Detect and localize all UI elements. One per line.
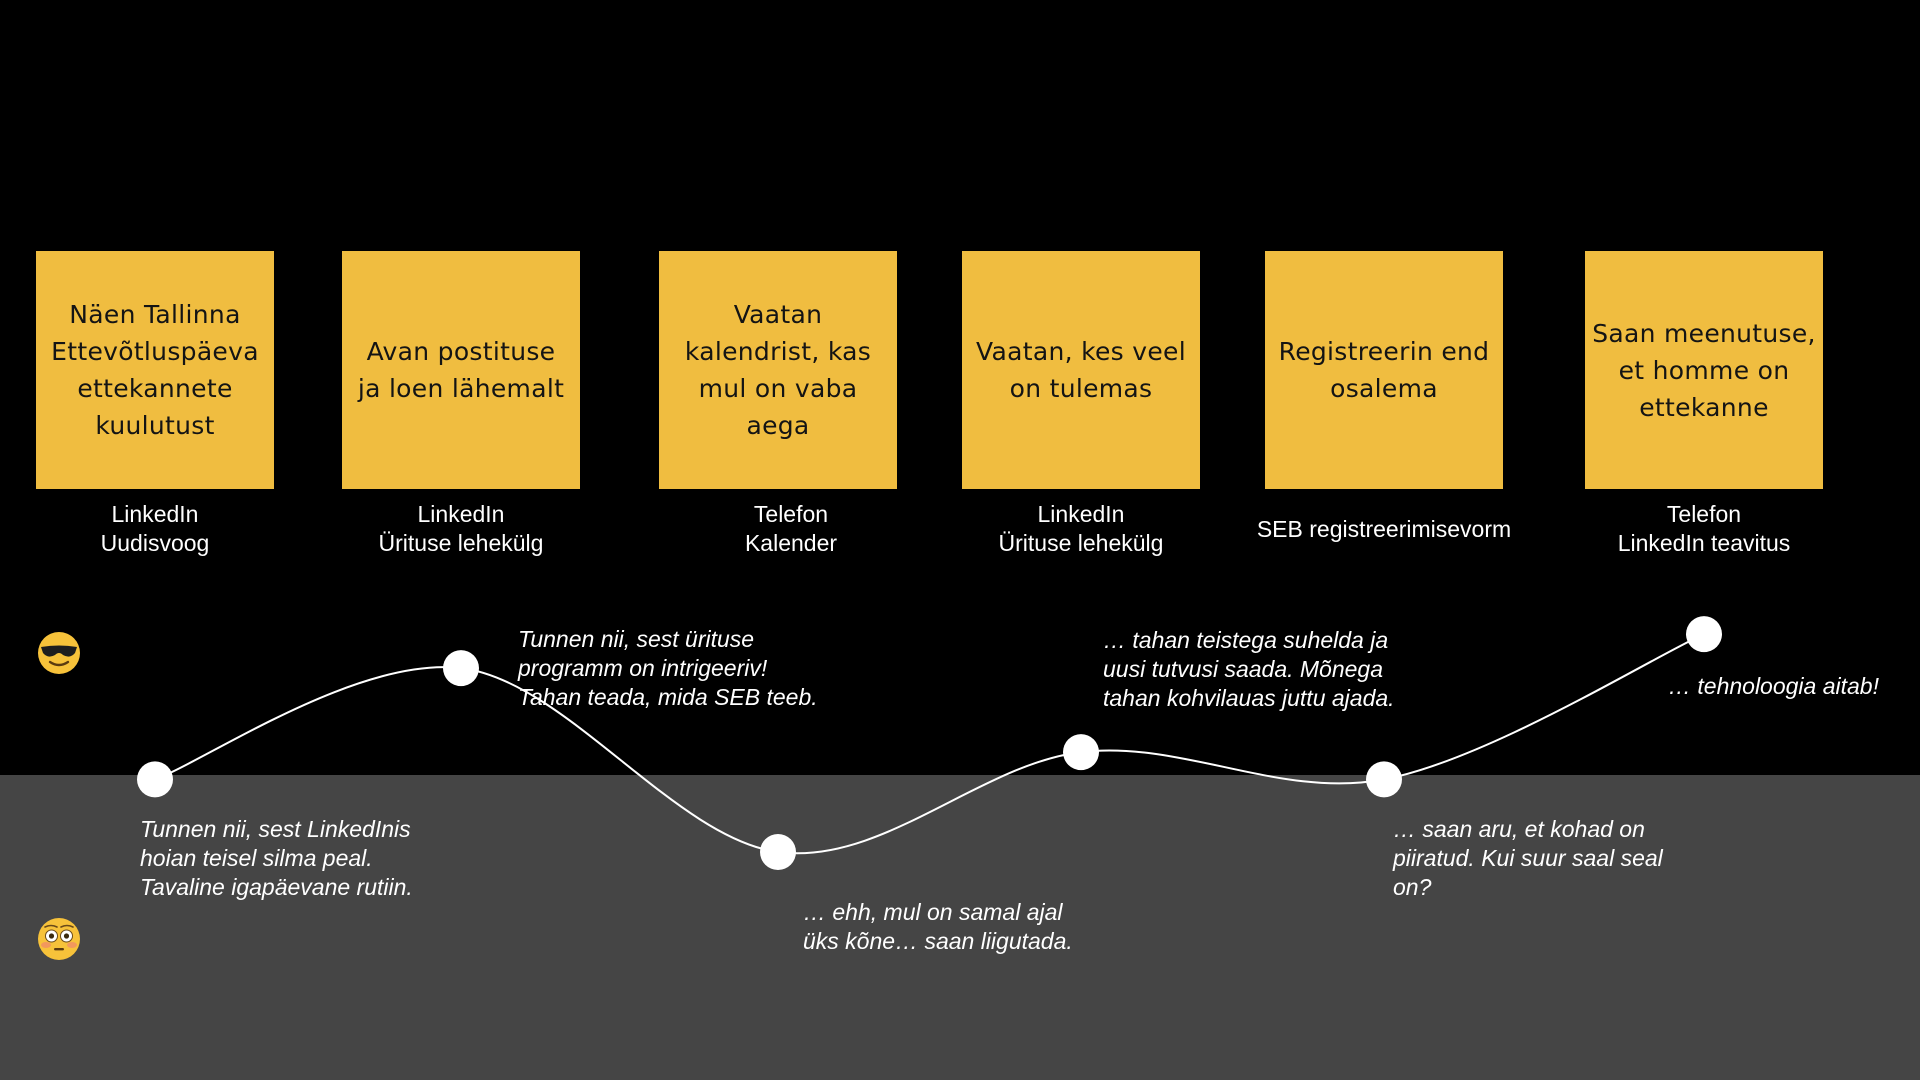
channel-line: Kalender (744, 530, 838, 556)
feeling-line: on? (1393, 874, 1432, 900)
feeling-line: uusi tutvusi saada. Mõnega (1103, 656, 1384, 682)
card-line: Saan meenutuse, (1592, 318, 1816, 348)
card-line: Ettevõtluspäeva (51, 337, 259, 366)
sticky-note-step-3: Vaatan kalendrist, kas mul on vaba aega (659, 251, 897, 489)
channel-line: Uudisvoog (100, 530, 210, 556)
feeling-line: … tehnoloogia aitab! (1668, 673, 1879, 699)
emotion-point-step-3 (760, 834, 796, 870)
sticky-note-step-2: Avan postituse ja loen lähemalt (342, 251, 580, 489)
feeling-note-step-5: … saan aru, et kohad on piiratud. Kui su… (1393, 815, 1663, 902)
channel-line: LinkedIn (417, 501, 505, 527)
card-line: on tulemas (1009, 374, 1153, 403)
emotion-points (137, 616, 1722, 870)
channel-label-step-2: LinkedIn Ürituse lehekülg (301, 498, 621, 560)
feeling-line: … saan aru, et kohad on (1393, 816, 1645, 842)
channel-line: SEB registreerimisevorm (1256, 515, 1512, 542)
feeling-note-step-1: Tunnen nii, sest LinkedInis hoian teisel… (140, 815, 413, 902)
feeling-line: Tunnen nii, sest LinkedInis (140, 816, 411, 842)
channel-label-step-6: Telefon LinkedIn teavitus (1544, 498, 1864, 560)
feeling-note-step-2: Tunnen nii, sest ürituse programm on int… (518, 625, 818, 712)
channel-line: Ürituse lehekülg (378, 530, 544, 556)
feeling-note-step-4: … tahan teistega suhelda ja uusi tutvusi… (1103, 626, 1395, 713)
feeling-line: piiratud. Kui suur saal seal (1393, 845, 1663, 871)
sticky-note-text: Vaatan, kes veel on tulemas (969, 333, 1193, 407)
sticky-note-text: Registreerin end osalema (1272, 333, 1496, 407)
sticky-note-step-5: Registreerin end osalema (1265, 251, 1503, 489)
emotion-point-step-4 (1063, 734, 1099, 771)
card-line: et homme on (1618, 355, 1790, 385)
emotion-point-step-6 (1686, 616, 1722, 653)
card-line: Avan postituse (366, 337, 556, 366)
channel-line: Ürituse lehekülg (998, 530, 1164, 556)
emotion-point-step-1 (137, 761, 173, 798)
feeling-line: … ehh, mul on samal ajal (803, 899, 1063, 925)
card-line: Registreerin end (1278, 337, 1490, 366)
feeling-line: Tahan teada, mida SEB teeb. (518, 684, 818, 710)
sticky-note-step-6: Saan meenutuse, et homme on ettekanne (1585, 251, 1823, 489)
channel-label-step-5: SEB registreerimisevorm (1224, 498, 1544, 560)
channel-line: LinkedIn (111, 501, 199, 527)
card-line: ja loen lähemalt (357, 374, 565, 403)
emotion-point-step-5 (1366, 761, 1402, 798)
emotion-point-step-2 (443, 650, 479, 687)
channel-label-step-3: Telefon Kalender (631, 498, 951, 560)
card-line: ettekannete (77, 374, 233, 403)
channel-line: Telefon (1666, 501, 1742, 527)
card-line: ettekanne (1639, 392, 1769, 422)
channel-label-step-1: LinkedIn Uudisvoog (0, 498, 315, 560)
emotion-curve-line (154, 633, 1705, 855)
feeling-line: Tunnen nii, sest ürituse (518, 626, 755, 652)
sticky-note-text: Avan postituse ja loen lähemalt (349, 333, 573, 407)
card-line: aega (746, 411, 810, 440)
smiling-face-with-sunglasses-icon (38, 632, 80, 674)
sticky-note-text: Vaatan kalendrist, kas mul on vaba aega (666, 296, 890, 444)
channel-line: LinkedIn (1037, 501, 1125, 527)
channel-label-step-4: LinkedIn Ürituse lehekülg (921, 498, 1241, 560)
flushed-face-icon (38, 918, 80, 960)
card-line: kuulutust (95, 411, 215, 440)
card-line: Näen Tallinna (69, 300, 241, 329)
feeling-line: … tahan teistega suhelda ja (1103, 627, 1389, 653)
sticky-note-step-1: Näen Tallinna Ettevõtluspäeva ettekannet… (36, 251, 274, 489)
negative-emotion-zone (0, 775, 1920, 1080)
feeling-note-step-6: … tehnoloogia aitab! (1668, 672, 1879, 701)
sticky-note-text: Saan meenutuse, et homme on ettekanne (1592, 315, 1816, 426)
card-line: kalendrist, kas (684, 337, 872, 366)
card-line: Vaatan, kes veel (976, 337, 1186, 366)
feeling-line: üks kõne… saan liigutada. (803, 928, 1073, 954)
card-line: Vaatan (733, 300, 823, 329)
feeling-line: tahan kohvilauas juttu ajada. (1103, 685, 1395, 711)
feeling-note-step-3: … ehh, mul on samal ajal üks kõne… saan … (803, 898, 1073, 956)
channel-line: LinkedIn teavitus (1617, 530, 1791, 556)
feeling-line: programm on intrigeeriv! (518, 655, 768, 681)
card-line: osalema (1330, 374, 1438, 403)
feeling-line: Tavaline igapäevane rutiin. (140, 874, 413, 900)
feeling-line: hoian teisel silma peal. (140, 845, 373, 871)
sticky-note-step-4: Vaatan, kes veel on tulemas (962, 251, 1200, 489)
channel-line: Telefon (753, 501, 829, 527)
sticky-note-text: Näen Tallinna Ettevõtluspäeva ettekannet… (43, 296, 267, 444)
card-line: mul on vaba (698, 374, 858, 403)
